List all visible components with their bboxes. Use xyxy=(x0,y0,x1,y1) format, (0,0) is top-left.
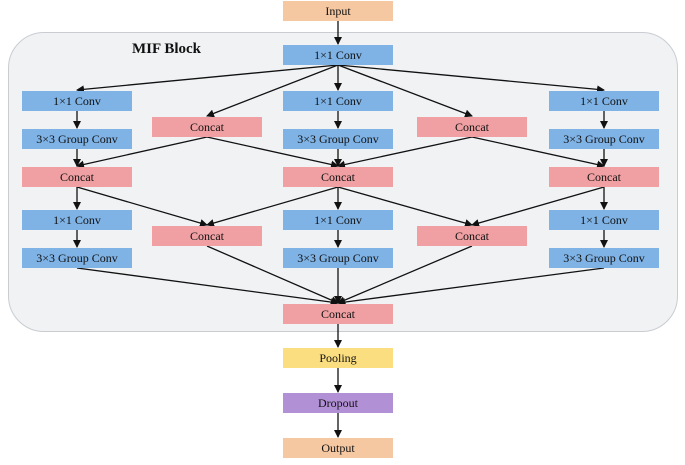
edge-cat1-to-cat2b xyxy=(76,186,208,227)
edge-conv_top-to-c1a xyxy=(76,64,339,94)
conv-block-g3b: 3×3 Group Conv xyxy=(283,248,393,268)
concat-block-cat4a: Concat xyxy=(417,117,527,137)
edge-cat3-to-cat4b xyxy=(337,186,473,227)
edge-g1b-to-cat_final xyxy=(76,267,339,307)
input-block: Input xyxy=(283,1,393,21)
edge-cat4b-to-cat_final xyxy=(337,245,473,304)
top-conv-block: 1×1 Conv xyxy=(283,45,393,65)
concat-block-cat2a: Concat xyxy=(152,117,262,137)
output-block: Output xyxy=(283,438,393,458)
dropout-block: Dropout xyxy=(283,393,393,413)
edge-conv_top-to-cat4a xyxy=(337,64,473,118)
conv-block-g3a: 3×3 Group Conv xyxy=(283,129,393,149)
concat-block-cat4b: Concat xyxy=(417,226,527,246)
edge-cat2a-to-cat3 xyxy=(206,136,339,169)
edge-cat2a-to-cat1 xyxy=(76,136,208,169)
edge-cat3-to-cat2b xyxy=(206,186,339,227)
conv-block-c1a: 1×1 Conv xyxy=(22,91,132,111)
conv-block-g5a: 3×3 Group Conv xyxy=(549,129,659,149)
conv-block-c5a: 1×1 Conv xyxy=(549,91,659,111)
concat-block-cat1: Concat xyxy=(22,167,132,187)
conv-block-g5b: 3×3 Group Conv xyxy=(549,248,659,268)
edge-g5b-to-cat_final xyxy=(337,267,605,307)
edge-cat5-to-cat4b xyxy=(471,186,605,227)
edge-cat4a-to-cat5 xyxy=(471,136,605,169)
conv-block-c3b: 1×1 Conv xyxy=(283,210,393,230)
final-concat-block: Concat xyxy=(283,304,393,324)
edge-conv_top-to-cat2a xyxy=(206,64,339,118)
concat-block-cat5: Concat xyxy=(549,167,659,187)
conv-block-g1a: 3×3 Group Conv xyxy=(22,129,132,149)
conv-block-g1b: 3×3 Group Conv xyxy=(22,248,132,268)
concat-block-cat2b: Concat xyxy=(152,226,262,246)
pooling-block: Pooling xyxy=(283,348,393,368)
mif-block-title: MIF Block xyxy=(132,41,202,57)
concat-block-cat3: Concat xyxy=(283,167,393,187)
conv-block-c5b: 1×1 Conv xyxy=(549,210,659,230)
edge-conv_top-to-c5a xyxy=(337,64,605,94)
conv-block-c3a: 1×1 Conv xyxy=(283,91,393,111)
edge-cat4a-to-cat3 xyxy=(337,136,473,169)
edge-cat2b-to-cat_final xyxy=(206,245,339,304)
conv-block-c1b: 1×1 Conv xyxy=(22,210,132,230)
